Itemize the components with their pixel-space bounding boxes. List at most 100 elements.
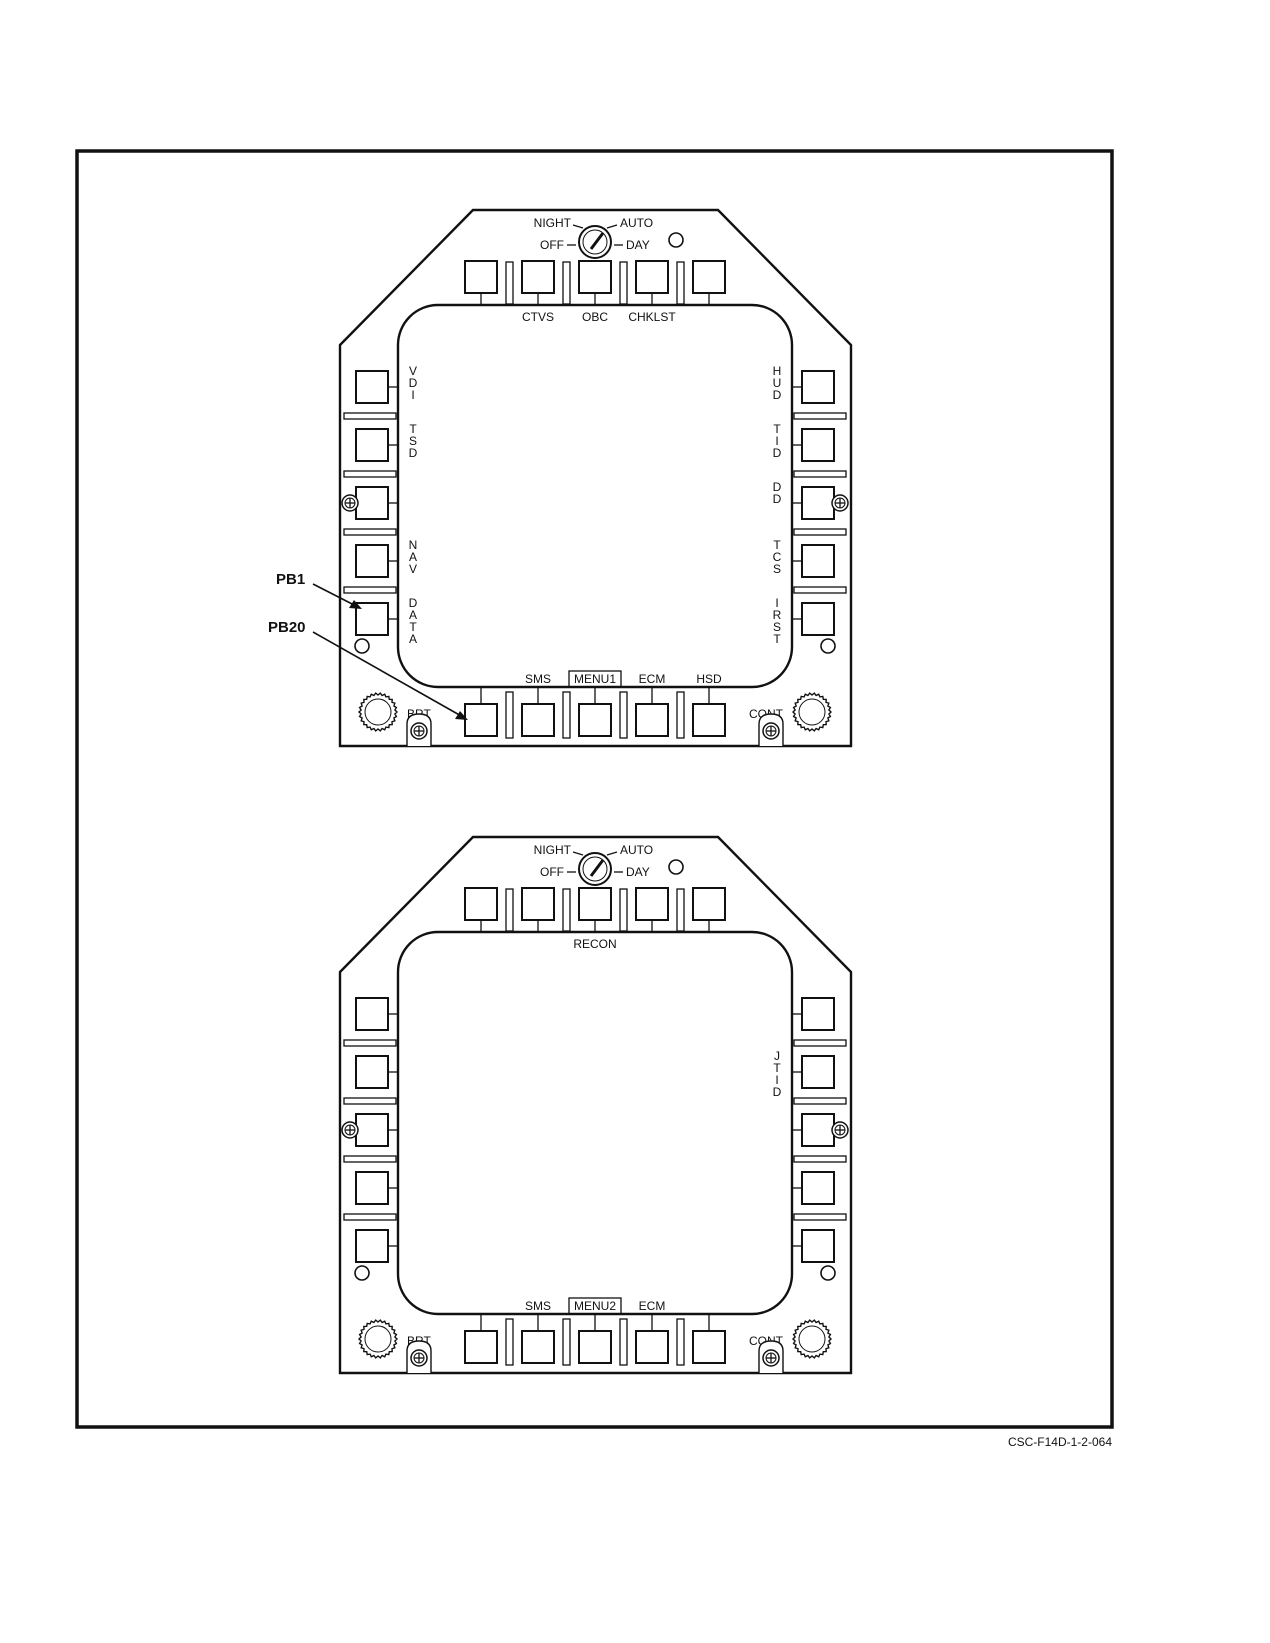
pb20-callout: PB20 [268,619,306,636]
button-separator [562,888,571,932]
button-separator [619,261,628,305]
mode-label-night: NIGHT [534,216,572,230]
pb20-arrowhead [455,711,468,720]
button-separator [505,1318,514,1366]
pushbutton-left-4[interactable] [355,544,389,578]
pushbutton-bottom-3[interactable] [578,1330,612,1364]
button-separator [562,261,571,305]
pushbutton-top-3[interactable] [578,260,612,294]
pushbutton-right-2[interactable] [801,428,835,462]
mode-label-auto: AUTO [620,843,653,857]
pb1-callout: PB1 [276,571,305,588]
button-separator [619,1318,628,1366]
mode-label-off: OFF [540,865,564,879]
pushbutton-left-2[interactable] [355,428,389,462]
button-separator [619,888,628,932]
pushbutton-top-5[interactable] [692,887,726,921]
bottom-button-label-3: MENU2 [574,1299,616,1313]
button-separator [793,412,847,420]
pushbutton-top-2[interactable] [521,887,555,921]
pushbutton-top-5[interactable] [692,260,726,294]
button-separator [793,586,847,594]
pushbutton-right-4[interactable] [801,544,835,578]
button-separator [343,528,397,536]
pushbutton-bottom-5[interactable] [692,703,726,737]
pushbutton-top-2[interactable] [521,260,555,294]
pushbutton-top-4[interactable] [635,887,669,921]
bottom-button-label-4: ECM [639,672,666,686]
bottom-button-label-5: HSD [696,672,722,686]
pushbutton-left-4[interactable] [355,1171,389,1205]
mode-label-auto: AUTO [620,216,653,230]
button-separator [343,1097,397,1105]
indicator-circle [354,638,370,654]
pushbutton-bottom-4[interactable] [635,703,669,737]
pushbutton-top-1[interactable] [464,887,498,921]
pushbutton-left-1[interactable] [355,997,389,1031]
button-separator [505,261,514,305]
mounting-screw-icon [410,722,428,740]
pushbutton-right-3[interactable] [801,486,835,520]
pushbutton-top-3[interactable] [578,887,612,921]
pushbutton-left-5[interactable] [355,1229,389,1263]
mounting-screw-icon [410,1349,428,1367]
button-separator [343,470,397,478]
brightness-knob[interactable] [357,692,399,732]
mfd-panel-2: NIGHTOFFAUTODAYRECONJTIDSMSMENU2ECMBRTCO… [338,835,853,1375]
pb1-arrowhead [349,600,362,609]
button-separator [343,1213,397,1221]
mode-selector-knob[interactable] [578,852,612,886]
pushbutton-left-3[interactable] [355,1113,389,1147]
pushbutton-right-3[interactable] [801,1113,835,1147]
pushbutton-bottom-3[interactable] [578,703,612,737]
pushbutton-right-5[interactable] [801,1229,835,1263]
pushbutton-right-2[interactable] [801,1055,835,1089]
brightness-knob[interactable] [357,1319,399,1359]
pushbutton-left-3[interactable] [355,486,389,520]
mode-label-day: DAY [626,238,650,252]
pushbutton-bottom-2[interactable] [521,703,555,737]
pushbutton-bottom-2[interactable] [521,1330,555,1364]
top-button-label-3: RECON [573,937,616,951]
pushbutton-left-1[interactable] [355,370,389,404]
contrast-knob[interactable] [791,692,833,732]
pushbutton-top-4[interactable] [635,260,669,294]
button-separator [793,1097,847,1105]
button-separator [793,1155,847,1163]
pushbutton-bottom-1[interactable] [464,703,498,737]
button-separator [505,888,514,932]
button-separator [793,470,847,478]
mounting-screw-icon [831,494,849,512]
bottom-button-label-4: ECM [639,1299,666,1313]
mode-selector-knob[interactable] [578,225,612,259]
pb20-leader [312,631,464,718]
pushbutton-top-1[interactable] [464,260,498,294]
pushbutton-bottom-4[interactable] [635,1330,669,1364]
button-separator [562,1318,571,1366]
figure-code: CSC-F14D-1-2-064 [1008,1435,1112,1449]
pushbutton-bottom-5[interactable] [692,1330,726,1364]
button-separator [793,1213,847,1221]
pushbutton-right-4[interactable] [801,1171,835,1205]
button-separator [676,1318,685,1366]
mode-label-day: DAY [626,865,650,879]
display-screen [396,303,794,689]
pushbutton-bottom-1[interactable] [464,1330,498,1364]
pushbutton-right-1[interactable] [801,997,835,1031]
bottom-button-label-2: SMS [525,1299,551,1313]
pushbutton-left-2[interactable] [355,1055,389,1089]
top-button-label-2: CTVS [522,310,554,324]
pushbutton-right-5[interactable] [801,602,835,636]
pushbutton-right-1[interactable] [801,370,835,404]
contrast-knob[interactable] [791,1319,833,1359]
button-separator [793,528,847,536]
mounting-screw-icon [762,1349,780,1367]
mounting-screw-icon [341,494,359,512]
